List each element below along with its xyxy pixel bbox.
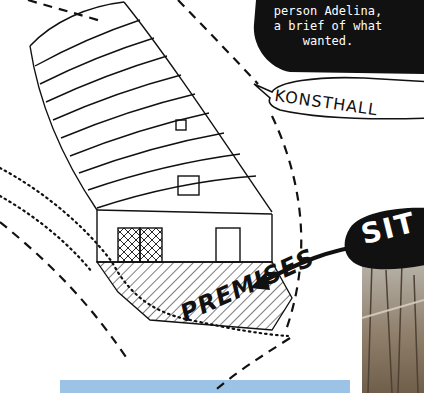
site-blob: SIT xyxy=(340,206,424,272)
node-outline-path xyxy=(254,0,424,74)
node-text: person Adelina, a brief of what wanted. xyxy=(270,4,386,49)
speech-blob: person Adelina, a brief of what wanted. xyxy=(250,0,424,74)
site-photo xyxy=(362,262,424,393)
dashed-boundary xyxy=(0,0,301,393)
speech-bubble: KONSTHALL xyxy=(254,74,424,120)
photo-strip xyxy=(60,380,350,393)
